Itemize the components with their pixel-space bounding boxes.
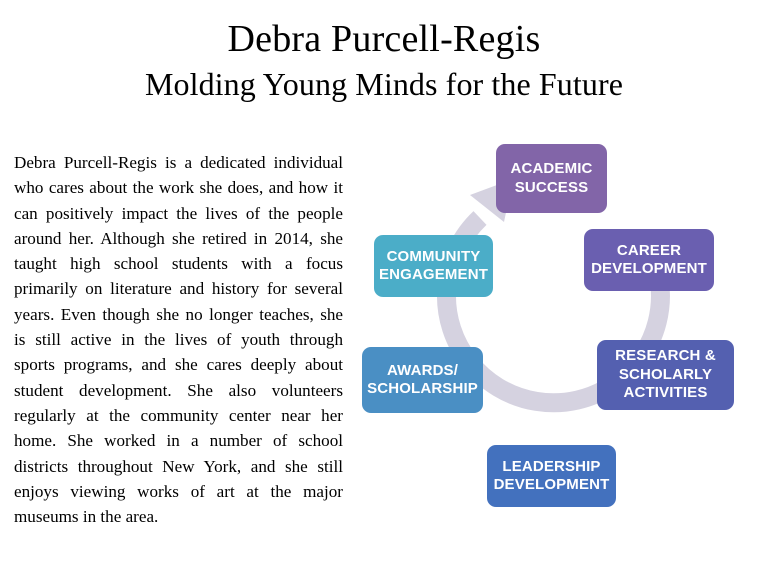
cycle-node-research-scholarly-activities[interactable]: RESEARCH & SCHOLARLY ACTIVITIES: [597, 340, 734, 410]
cycle-node-label: LEADERSHIP DEVELOPMENT: [493, 457, 610, 494]
cycle-node-label: AWARDS/ SCHOLARSHIP: [367, 361, 478, 398]
cycle-node-label: CAREER DEVELOPMENT: [591, 241, 707, 278]
cycle-node-awards-scholarship[interactable]: AWARDS/ SCHOLARSHIP: [362, 347, 483, 413]
cycle-diagram: ACADEMIC SUCCESS CAREER DEVELOPMENT RESE…: [352, 132, 762, 542]
slide-header: Debra Purcell-Regis Molding Young Minds …: [0, 0, 768, 104]
cycle-node-community-engagement[interactable]: COMMUNITY ENGAGEMENT: [374, 235, 493, 297]
page-title: Debra Purcell-Regis: [227, 18, 541, 60]
cycle-node-career-development[interactable]: CAREER DEVELOPMENT: [584, 229, 714, 291]
cycle-node-label: RESEARCH & SCHOLARLY ACTIVITIES: [615, 347, 716, 402]
cycle-node-leadership-development[interactable]: LEADERSHIP DEVELOPMENT: [487, 445, 616, 507]
biography-paragraph: Debra Purcell-Regis is a dedicated indiv…: [14, 153, 343, 527]
cycle-node-academic-success[interactable]: ACADEMIC SUCCESS: [496, 144, 607, 213]
cycle-node-label: COMMUNITY ENGAGEMENT: [379, 247, 489, 284]
cycle-node-label: ACADEMIC SUCCESS: [510, 160, 593, 196]
page-subtitle: Molding Young Minds for the Future: [144, 66, 624, 102]
